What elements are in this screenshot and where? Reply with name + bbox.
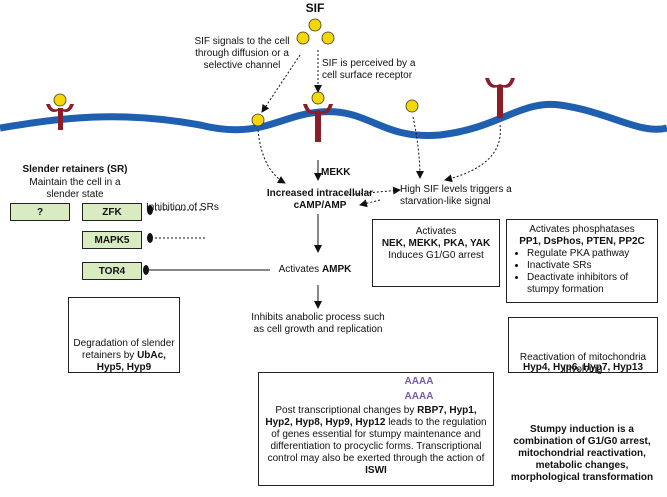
pt-middle: leads to the regulation of genes essenti… bbox=[267, 417, 487, 464]
camp-text: Increased intracellular cAMP/AMP bbox=[266, 188, 374, 211]
solid-arrows bbox=[148, 160, 322, 309]
sr-title: Slender retainers (SR) bbox=[22, 164, 128, 175]
aaaa-label-2: AAAA bbox=[404, 391, 434, 402]
starvation-text: High SIF levels triggers a starvation-li… bbox=[400, 184, 512, 207]
degradation-text: Degradation of slender retainers by UbAc… bbox=[71, 338, 177, 374]
activates-arrest: Induces G1/G0 arrest bbox=[388, 250, 484, 261]
aaaa-label-1: AAAA bbox=[404, 376, 434, 387]
inhibition-markers bbox=[143, 205, 153, 275]
pt-prefix: Post transcriptional changes by bbox=[275, 405, 415, 416]
degradation-box: Degradation of slender retainers by UbAc… bbox=[68, 297, 180, 373]
post-transcriptional-box: AAAA AAAA Post transcriptional changes b… bbox=[258, 372, 494, 486]
post-transcriptional-text: Post transcriptional changes by RBP7, Hy… bbox=[265, 405, 487, 477]
bullet-item: Inactivate SRs bbox=[527, 260, 651, 272]
activates-ampk-prefix: Activates bbox=[278, 264, 322, 275]
ampk-label: AMPK bbox=[321, 264, 352, 275]
summary-text: Stumpy induction is a combination of G1/… bbox=[510, 424, 654, 483]
sif-diffusion-text: SIF signals to the cell through diffusio… bbox=[194, 36, 290, 71]
receptors bbox=[46, 78, 515, 142]
pt-proteins: RBP7, Hyp1, Hyp2, Hyp8, Hyp9, Hyp12 bbox=[265, 405, 477, 428]
mitochondria-box: Reactivation of mitochondria involving H… bbox=[508, 317, 658, 375]
cell-membrane bbox=[0, 100, 667, 140]
inhibits-text: Inhibits anabolic process such as cell g… bbox=[251, 312, 385, 335]
mito-proteins: Hyp4, Hyp6, Hyp7, Hyp13 bbox=[522, 362, 644, 373]
sr-subtitle: Maintain the cell in a slender state bbox=[29, 177, 121, 200]
activates-box: Activates NEK, MEKK, PKA, YAK Induces G1… bbox=[372, 219, 500, 287]
phosphatases-title: Activates phosphatases bbox=[529, 224, 635, 235]
phosphatases-list: PP1, DsPhos, PTEN, PP2C bbox=[519, 236, 645, 247]
degradation-prefix: Degradation of slender retainers by bbox=[73, 338, 175, 361]
sr-box-zfk: ZFK bbox=[82, 203, 142, 221]
pt-iswi: ISWI bbox=[365, 465, 387, 476]
dotted-arrows bbox=[155, 50, 501, 239]
sif-title: SIF bbox=[305, 1, 325, 15]
mekk-label: MEKK bbox=[321, 167, 351, 178]
bullet-item: Regulate PKA pathway bbox=[527, 248, 651, 260]
bullet-item: Deactivate inhibitors of stumpy formatio… bbox=[527, 272, 651, 296]
sr-box-tor4: TOR4 bbox=[82, 262, 142, 280]
activates-ampk: Activates AMPK bbox=[270, 264, 360, 276]
inhibition-label: Inhibition of SRs bbox=[146, 202, 219, 213]
activates-title: Activates bbox=[415, 226, 457, 237]
activates-kinases: NEK, MEKK, PKA, YAK bbox=[381, 238, 491, 249]
mito-text: Reactivation of mitochondria involving bbox=[519, 352, 647, 375]
sr-box-mapk5: MAPK5 bbox=[82, 231, 142, 249]
phosphatases-box: Activates phosphatases PP1, DsPhos, PTEN… bbox=[506, 219, 658, 303]
degradation-proteins: UbAc, Hyp5, Hyp9 bbox=[96, 350, 166, 373]
sif-molecules bbox=[53, 18, 419, 127]
sr-box-unknown: ? bbox=[10, 203, 70, 221]
sif-receptor-text: SIF is perceived by a cell surface recep… bbox=[322, 58, 416, 81]
phosphatases-bullets: Regulate PKA pathway Inactivate SRs Deac… bbox=[513, 248, 651, 296]
